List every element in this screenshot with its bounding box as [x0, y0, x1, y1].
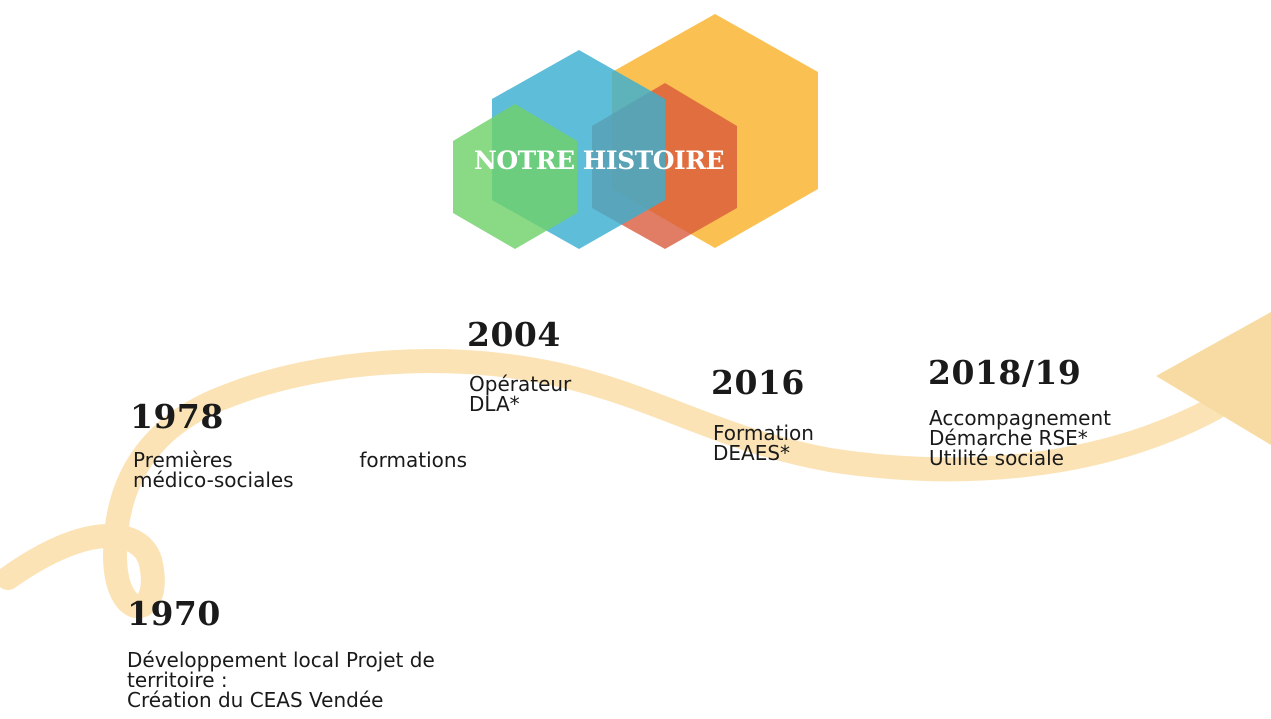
description-line: territoire :: [127, 668, 228, 692]
ribbon-arrowhead: [1156, 312, 1271, 445]
year-2018-19: 2018/19: [928, 353, 1082, 392]
page-title: NOTRE HISTOIRE: [474, 146, 725, 175]
ribbon-path: [0, 349, 1227, 618]
description-2016: Formation DEAES*: [713, 423, 814, 463]
description-line: DLA*: [469, 392, 520, 416]
word: formations: [359, 448, 467, 472]
description-1978: Premières formations médico-sociales: [133, 450, 467, 490]
description-2004: Opérateur DLA*: [469, 374, 571, 414]
green-hexagon: [453, 104, 577, 249]
description-line: Démarche RSE*: [929, 426, 1088, 450]
description-line: Opérateur: [469, 372, 572, 396]
description-line: Développement local Projet de: [127, 648, 435, 672]
description-line: Création du CEAS Vendée: [127, 688, 384, 712]
description-line: Formation: [713, 421, 814, 445]
description-line: Utilité sociale: [929, 446, 1064, 470]
description-2018-19: Accompagnement Démarche RSE* Utilité soc…: [929, 408, 1111, 468]
description-line: DEAES*: [713, 441, 791, 465]
year-1970: 1970: [127, 594, 221, 633]
description-1970: Développement local Projet de territoire…: [127, 650, 435, 710]
description-line: Premières formations: [133, 450, 467, 470]
year-2016: 2016: [711, 363, 805, 402]
word: Premières: [133, 448, 233, 472]
description-line: Accompagnement: [929, 406, 1111, 430]
year-2004: 2004: [467, 315, 561, 354]
year-1978: 1978: [130, 397, 224, 436]
description-line: médico-sociales: [133, 468, 294, 492]
